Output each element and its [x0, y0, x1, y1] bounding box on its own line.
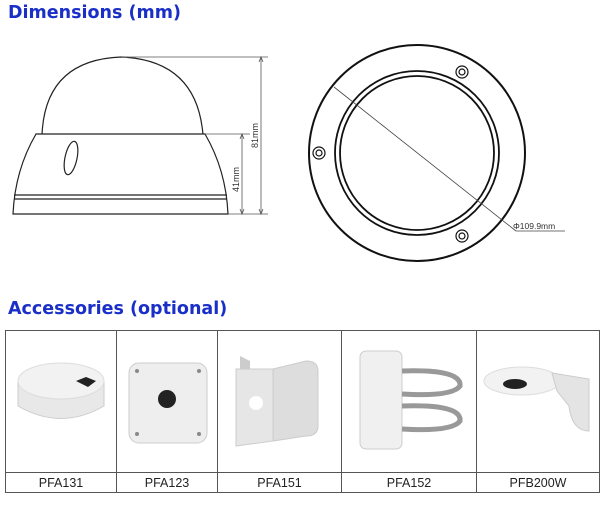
accessory-image-cell — [476, 330, 600, 473]
accessory-image-cell — [341, 330, 477, 473]
round-junction-box-icon — [17, 362, 105, 419]
accessory-image-cell — [5, 330, 117, 473]
accessory-model-label: PFA131 — [5, 472, 117, 493]
pole-mount-bracket-icon — [359, 350, 463, 450]
dimensions-heading: Dimensions (mm) — [8, 3, 181, 23]
accessory-image-cell — [116, 330, 218, 473]
accessory-model-label: PFA152 — [341, 472, 477, 493]
total-height-label: 81mm — [250, 123, 260, 148]
wall-mount-bracket-icon — [483, 366, 590, 432]
height-dimension-lines — [121, 55, 268, 216]
square-junction-box-icon — [128, 362, 208, 444]
corner-mount-bracket-icon — [235, 356, 319, 447]
top-view-drawing — [308, 44, 565, 262]
accessory-model-label: PFB200W — [476, 472, 600, 493]
accessory-model-label: PFA123 — [116, 472, 218, 493]
diameter-label: Φ109.9mm — [513, 221, 555, 231]
accessory-model-label: PFA151 — [217, 472, 342, 493]
dimension-drawings: 81mm 41mm Φ109.9mm — [12, 44, 565, 262]
accessory-image-cell — [217, 330, 342, 473]
accessories-table: PFA131 PFA123 PFA151 PFA152 PFB200W — [5, 330, 600, 493]
base-height-label: 41mm — [231, 167, 241, 192]
accessories-heading: Accessories (optional) — [8, 299, 228, 319]
side-view-drawing — [12, 56, 229, 215]
